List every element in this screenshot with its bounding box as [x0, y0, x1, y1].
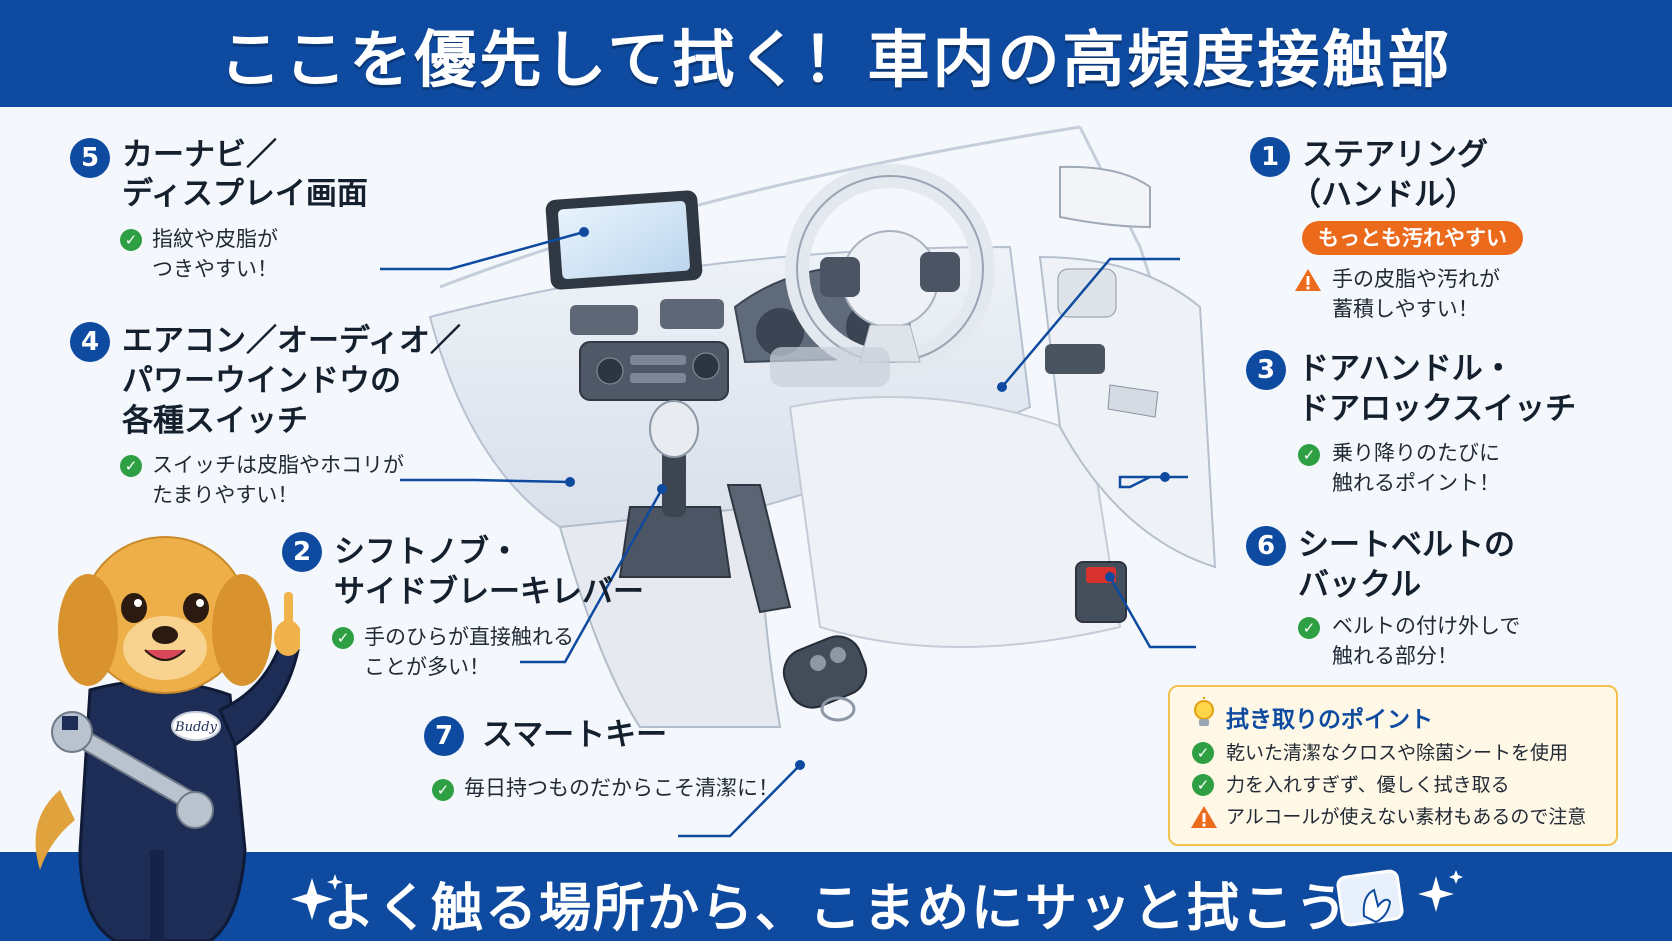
callout-note-line: ベルトの付け外しで	[1332, 614, 1521, 638]
number-badge: 1	[1250, 137, 1290, 177]
tip-item: アルコールが使えない素材もあるので注意	[1188, 802, 1608, 832]
check-icon: ✓	[432, 779, 454, 801]
header-banner: ここを優先して拭く！車内の高頻度接触部	[0, 0, 1672, 107]
check-icon: ✓	[1192, 742, 1214, 764]
callout-title-line: ステアリング	[1302, 137, 1488, 173]
callout-title-line: ドアロックスイッチ	[1298, 391, 1577, 427]
number-badge: 2	[282, 532, 322, 572]
sparkle-icon	[1418, 870, 1463, 912]
tip-item: ✓ 力を入れすぎず、優しく拭き取る	[1188, 770, 1608, 800]
callout-note-line: 乗り降りのたびに	[1332, 441, 1500, 465]
wiping-cloth-icon	[1336, 869, 1404, 927]
number-badge: 4	[70, 322, 110, 362]
callout-note-line: 手の皮脂や汚れが	[1332, 267, 1500, 291]
tip-item: ✓ 乾いた清潔なクロスや除菌シートを使用	[1188, 738, 1608, 768]
callout-note-line: 触れる部分！	[1332, 644, 1458, 668]
tip-text: 力を入れすぎず、優しく拭き取る	[1226, 774, 1510, 796]
wiping-tips-box: 拭き取りのポイント ✓ 乾いた清潔なクロスや除菌シートを使用 ✓ 力を入れすぎず…	[1168, 685, 1618, 846]
check-icon: ✓	[1192, 774, 1214, 796]
number-badge: 5	[70, 138, 110, 178]
callout-note-line: つきやすい！	[152, 257, 278, 281]
check-icon: ✓	[120, 455, 142, 477]
callout-title-line: パワーウインドウの	[122, 363, 401, 399]
check-icon: ✓	[1298, 617, 1320, 639]
callout-title-line: ドアハンドル・	[1298, 351, 1514, 387]
callout-title-line: 各種スイッチ	[122, 403, 308, 439]
check-icon: ✓	[120, 229, 142, 251]
callout-note-line: 手のひらが直接触れる	[364, 625, 574, 649]
sparkle-icon	[291, 874, 343, 920]
callout-note-line: たまりやすい！	[152, 483, 299, 507]
callout-title-line: サイドブレーキレバー	[334, 574, 644, 610]
mascot-dog: Buddy	[35, 536, 300, 941]
callout-note: 毎日持つものだからこそ清潔に！	[464, 776, 779, 800]
footer-banner: よく触る場所から、こまめにサッと拭こう	[0, 852, 1672, 941]
callout-title-line: ディスプレイ画面	[122, 176, 368, 212]
mascot-name-badge: Buddy	[174, 720, 218, 735]
callout-title-line: エアコン／オーディオ／	[122, 323, 461, 359]
number-badge: 7	[424, 716, 464, 756]
number-badge: 3	[1246, 350, 1286, 390]
callout-note-line: スイッチは皮脂やホコリが	[152, 453, 404, 477]
callout-title-line: バックル	[1298, 567, 1422, 603]
page-title: ここを優先して拭く！車内の高頻度接触部	[219, 22, 1453, 96]
callout-title-line: シフトノブ・	[334, 534, 520, 570]
tip-text: アルコールが使えない素材もあるので注意	[1226, 806, 1587, 828]
check-icon: ✓	[1298, 444, 1320, 466]
lightbulb-icon	[1194, 697, 1214, 726]
callout-note-line: ことが多い！	[364, 655, 490, 679]
callout-note-line: 指紋や皮脂が	[152, 227, 278, 251]
warning-icon	[1295, 269, 1321, 291]
tips-title: 拭き取りのポイント	[1226, 707, 1433, 733]
dirtiest-tag: もっとも汚れやすい	[1302, 221, 1523, 255]
callout-title-line: カーナビ／	[122, 137, 277, 173]
number-badge: 6	[1246, 526, 1286, 566]
callout-note-line: 蓄積しやすい！	[1332, 297, 1479, 321]
callout-title-line: シートベルトの	[1298, 527, 1515, 563]
tip-text: 乾いた清潔なクロスや除菌シートを使用	[1226, 742, 1569, 764]
car-interior-illustration	[380, 125, 1217, 838]
callout-title-line: （ハンドル）	[1290, 177, 1476, 213]
footer-slogan: よく触る場所から、こまめにサッと拭こう	[322, 879, 1349, 939]
callout-note-line: 触れるポイント！	[1332, 471, 1500, 495]
callout-title: スマートキー	[482, 717, 668, 753]
warning-icon	[1191, 806, 1217, 828]
check-icon: ✓	[332, 627, 354, 649]
